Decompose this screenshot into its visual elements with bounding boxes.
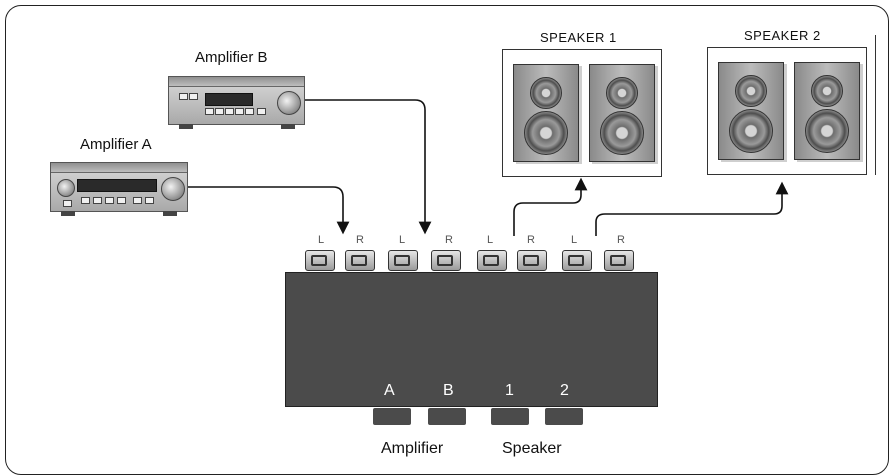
switch-box: [285, 272, 658, 407]
amplifier-a-icon: [50, 162, 188, 216]
wire-speaker-1: [513, 177, 588, 236]
port-label: L: [571, 234, 578, 246]
amplifier-a-label: Amplifier A: [80, 136, 152, 153]
port-label: R: [445, 234, 453, 246]
port-label: L: [487, 234, 494, 246]
speaker-icon: [589, 64, 655, 162]
port-label: L: [399, 234, 406, 246]
selector-label-a: A: [384, 382, 395, 399]
select-amplifier-a-button[interactable]: [373, 408, 411, 425]
amplifier-group-label: Amplifier: [381, 440, 444, 457]
speaker-icon: [513, 64, 579, 162]
speaker-1-label: SPEAKER 1: [540, 30, 617, 45]
speaker-1-left-port[interactable]: [477, 250, 507, 271]
amp-a-right-port[interactable]: [345, 250, 375, 271]
speaker-2-right-port[interactable]: [604, 250, 634, 271]
speaker-1-right-port[interactable]: [517, 250, 547, 271]
wire-amp-a: [188, 186, 350, 235]
amp-a-left-port[interactable]: [305, 250, 335, 271]
speaker-icon: [794, 62, 860, 160]
speaker-group-label: Speaker: [502, 440, 562, 457]
selector-label-2: 2: [560, 382, 569, 399]
amplifier-b-label: Amplifier B: [195, 49, 268, 66]
speaker-2-label: SPEAKER 2: [744, 28, 821, 43]
port-label: R: [617, 234, 625, 246]
selector-label-b: B: [443, 382, 454, 399]
edge-line: [875, 35, 876, 175]
speaker-1-panel: [502, 49, 662, 177]
wire-amp-b: [305, 99, 432, 235]
select-speaker-1-button[interactable]: [491, 408, 529, 425]
amplifier-b-icon: [168, 76, 305, 129]
port-label: R: [527, 234, 535, 246]
selector-label-1: 1: [505, 382, 514, 399]
speaker-icon: [718, 62, 784, 160]
amp-b-right-port[interactable]: [431, 250, 461, 271]
speaker-2-panel: [707, 47, 867, 175]
select-speaker-2-button[interactable]: [545, 408, 583, 425]
select-amplifier-b-button[interactable]: [428, 408, 466, 425]
amp-b-left-port[interactable]: [388, 250, 418, 271]
port-label: R: [356, 234, 364, 246]
port-label: L: [318, 234, 325, 246]
speaker-2-left-port[interactable]: [562, 250, 592, 271]
wire-speaker-2: [595, 181, 789, 236]
